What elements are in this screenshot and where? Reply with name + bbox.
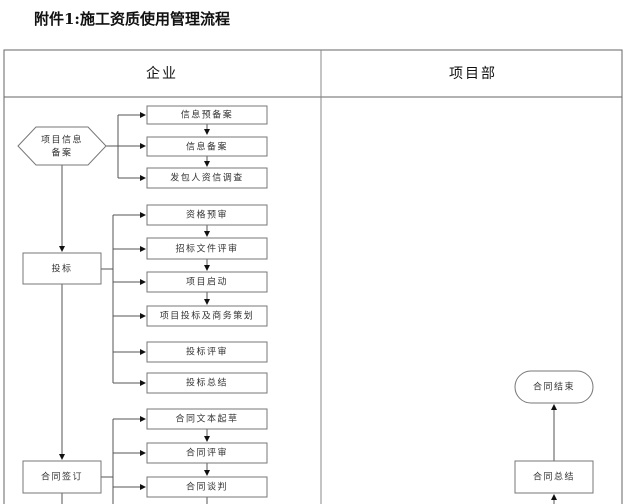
page-title: 附件1:施工资质使用管理流程	[34, 10, 230, 28]
svg-text:合同签订: 合同签订	[41, 471, 83, 483]
node-bidding: 投标	[22, 252, 102, 285]
svg-text:投标: 投标	[51, 263, 72, 275]
connectors	[59, 112, 557, 504]
svg-text:合同文本起草: 合同文本起草	[175, 413, 238, 425]
node-contract-drafting: 合同文本起草	[146, 408, 268, 430]
svg-text:合同总结: 合同总结	[533, 471, 575, 483]
node-contract-review: 合同评审	[146, 442, 268, 464]
svg-text:合同谈判: 合同谈判	[186, 481, 228, 493]
svg-text:发包人资信调查: 发包人资信调查	[170, 172, 244, 184]
svg-text:信息备案: 信息备案	[186, 141, 228, 153]
node-prequalification: 资格预审	[146, 204, 268, 226]
node-bid-summary: 投标总结	[146, 372, 268, 394]
node-project-info-filing: 项目信息 备案	[17, 126, 107, 166]
node-contract-signing: 合同签订	[22, 460, 102, 494]
node-tender-doc-review: 招标文件评审	[146, 237, 268, 260]
svg-text:投标总结: 投标总结	[186, 377, 228, 389]
lane-header-project-dept: 项目部	[449, 66, 497, 82]
lane-header-enterprise: 企业	[146, 65, 178, 82]
node-project-kickoff: 项目启动	[146, 271, 268, 293]
swimlane-frame	[3, 49, 623, 504]
svg-text:信息预备案: 信息预备案	[181, 109, 234, 121]
svg-text:备案: 备案	[51, 147, 72, 159]
svg-text:投标评审: 投标评审	[186, 346, 228, 358]
node-contract-negotiation: 合同谈判	[146, 476, 268, 498]
svg-text:项目启动: 项目启动	[186, 276, 228, 288]
node-contract-summary: 合同总结	[514, 460, 594, 494]
svg-text:合同评审: 合同评审	[186, 447, 228, 459]
node-info-filing: 信息备案	[146, 136, 268, 157]
svg-text:合同结束: 合同结束	[533, 381, 575, 393]
svg-text:招标文件评审: 招标文件评审	[175, 243, 238, 255]
svg-text:资格预审: 资格预审	[186, 209, 228, 221]
node-client-credit-check: 发包人资信调查	[146, 167, 268, 189]
node-contract-end: 合同结束	[514, 370, 594, 404]
node-bid-review: 投标评审	[146, 341, 268, 363]
node-bid-business-planning: 项目投标及商务策划	[146, 305, 268, 327]
svg-text:项目信息: 项目信息	[41, 134, 83, 146]
node-info-pre-filing: 信息预备案	[146, 105, 268, 125]
svg-text:项目投标及商务策划: 项目投标及商务策划	[160, 310, 255, 322]
